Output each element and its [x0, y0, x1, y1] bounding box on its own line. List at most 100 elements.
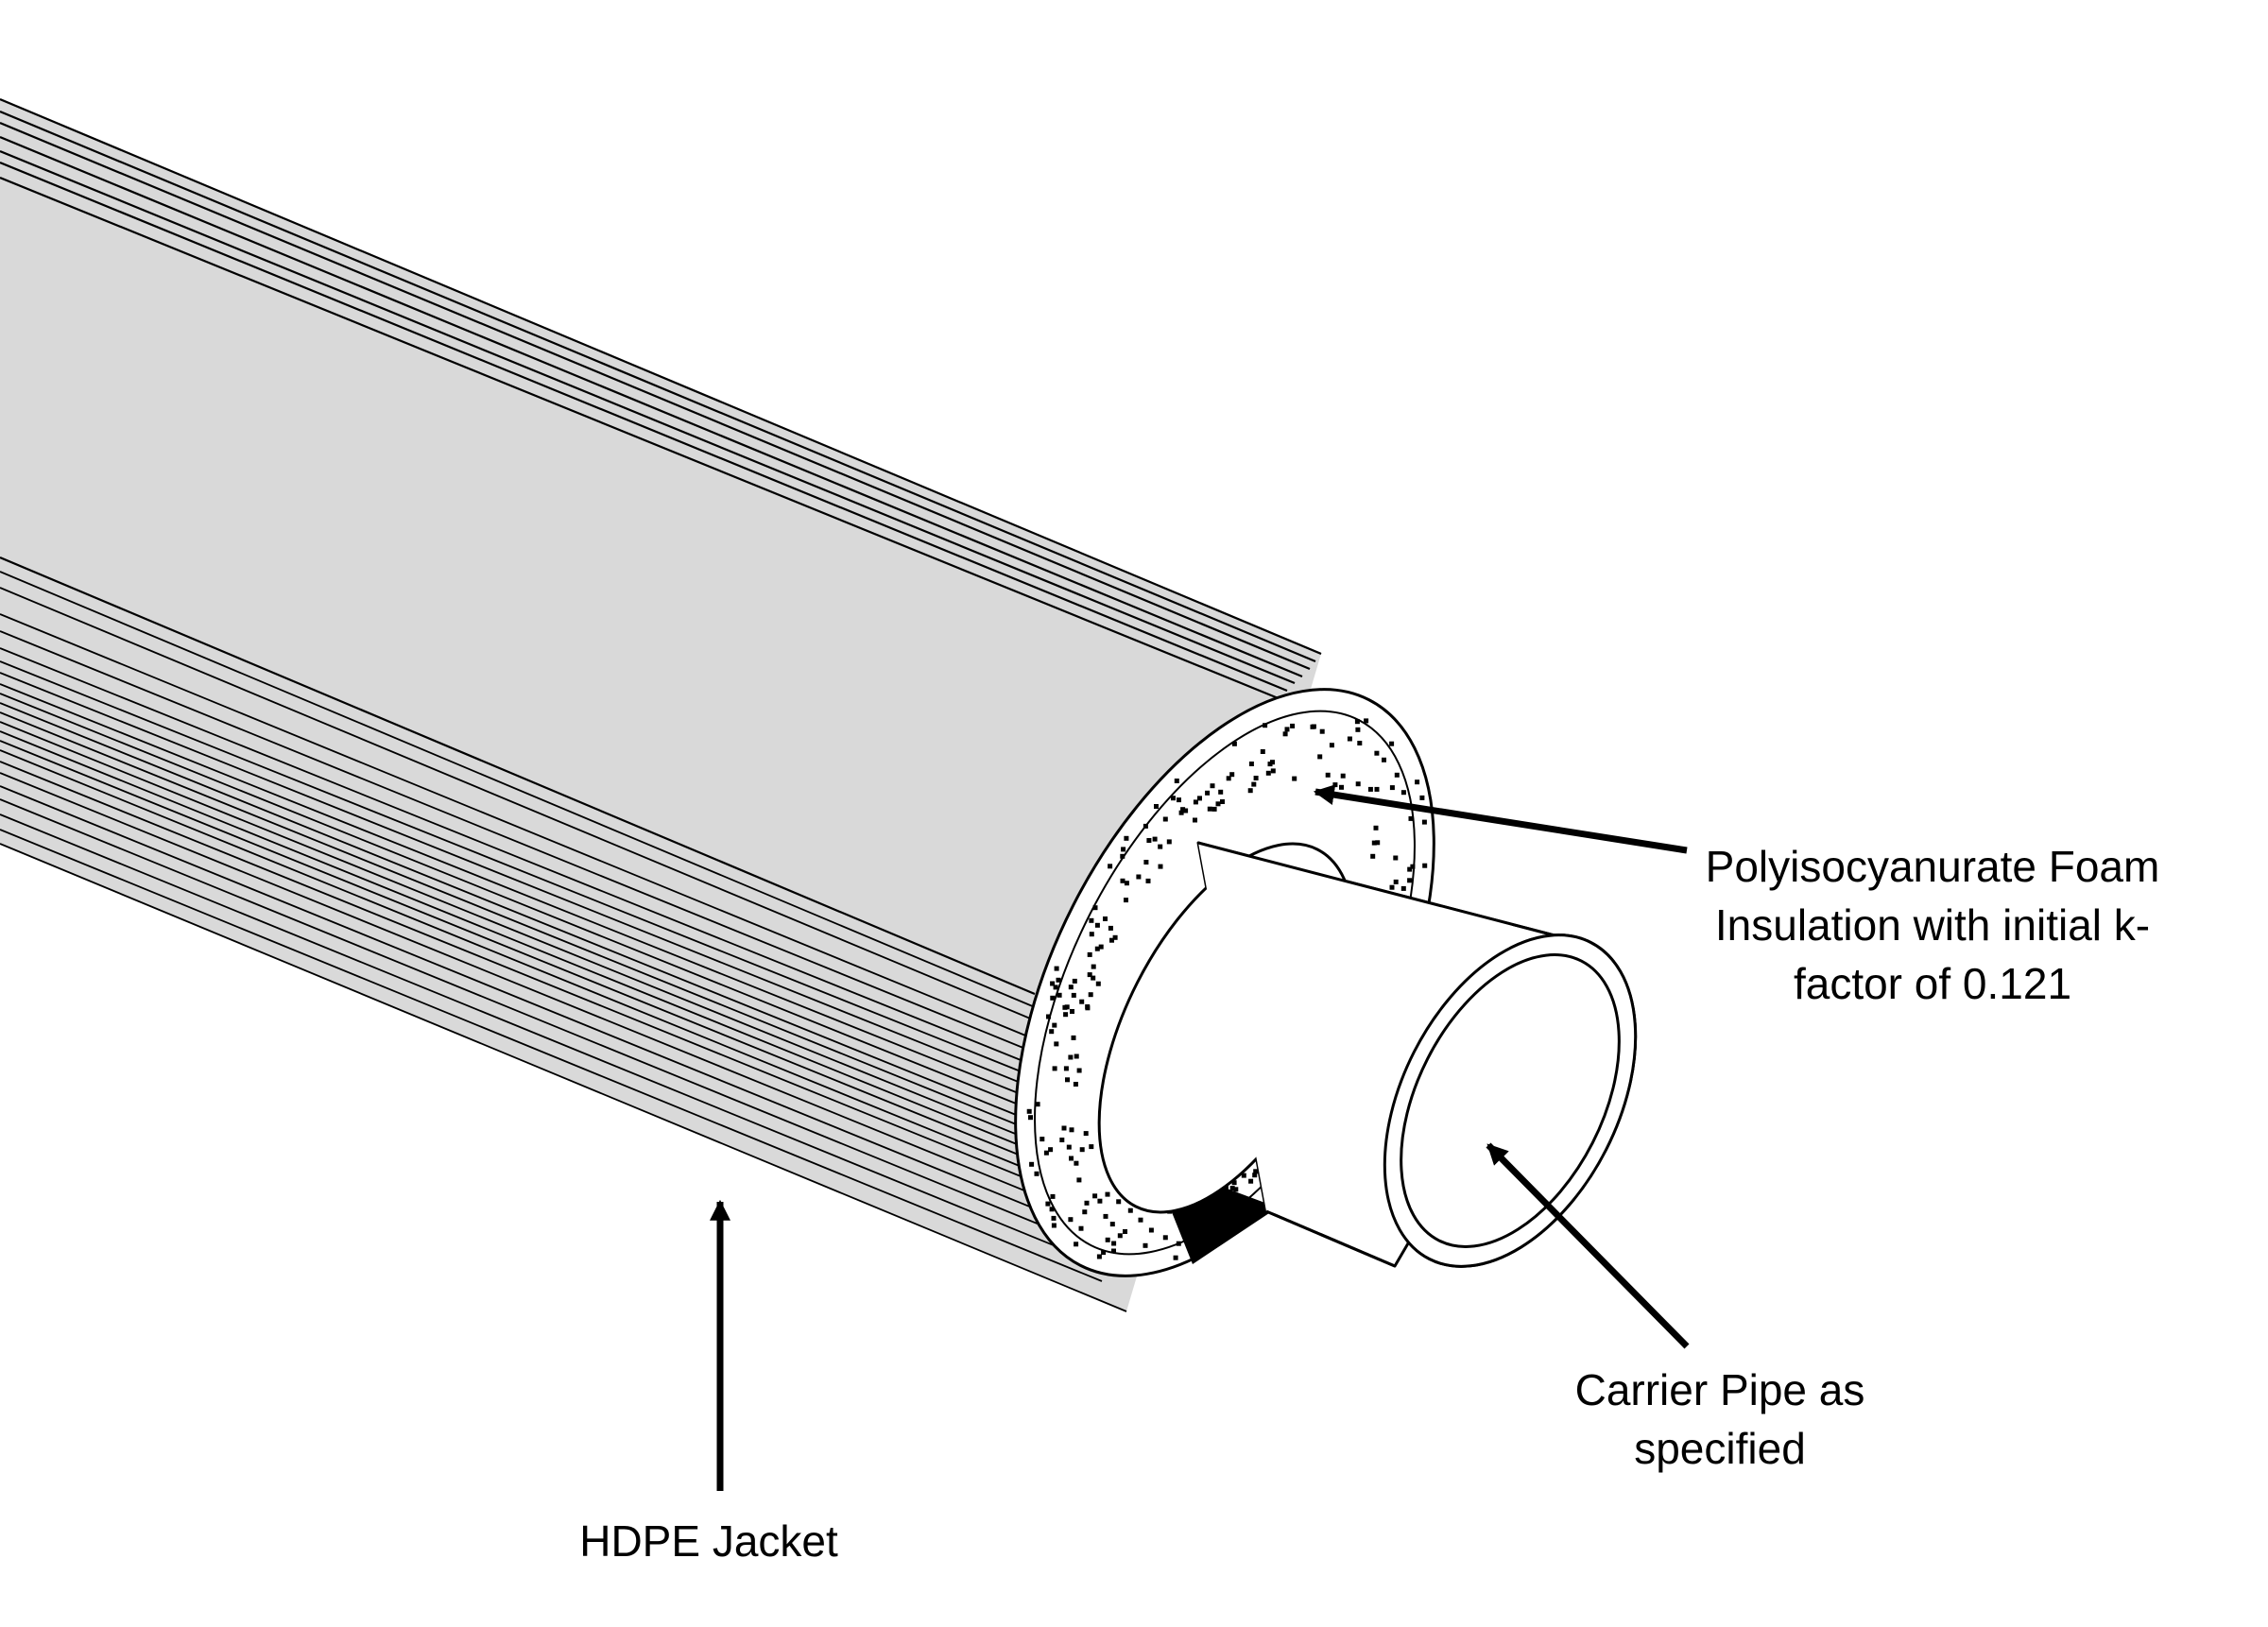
- foam-dot: [1422, 863, 1428, 868]
- foam-dot: [1143, 823, 1148, 829]
- foam-dot: [1120, 878, 1125, 883]
- foam-dot: [1054, 1041, 1059, 1047]
- foam-dot: [1048, 1147, 1054, 1153]
- foam-dot: [1124, 898, 1128, 903]
- foam-dot: [1260, 749, 1265, 754]
- foam-dot: [1092, 905, 1098, 911]
- foam-dot: [1043, 1150, 1049, 1156]
- foam-dot: [1092, 1193, 1098, 1199]
- foam-dot: [1071, 992, 1076, 998]
- foam-dot: [1089, 917, 1094, 923]
- foam-dot: [1083, 1131, 1089, 1137]
- foam-dot: [1292, 776, 1297, 781]
- foam-dot: [1109, 1222, 1115, 1227]
- foam-dot: [1252, 1173, 1258, 1178]
- foam-dot: [1220, 799, 1225, 804]
- foam-dot: [1127, 1207, 1133, 1213]
- foam-dot: [1393, 879, 1399, 884]
- foam-dot: [1095, 981, 1101, 986]
- foam-dot: [1101, 1250, 1107, 1256]
- foam-dot: [1171, 796, 1176, 801]
- foam-dot: [1233, 1187, 1239, 1192]
- foam-dot: [1253, 1169, 1259, 1174]
- foam-dot: [1072, 978, 1077, 984]
- foam-dot: [1407, 866, 1413, 872]
- foam-dot: [1068, 985, 1074, 990]
- foam-dot: [1389, 785, 1395, 791]
- foam-dot: [1205, 790, 1211, 796]
- foam-dot: [1091, 964, 1096, 969]
- foam-dot: [1120, 853, 1125, 859]
- foam-dot: [1207, 806, 1212, 812]
- foam-dot: [1026, 1108, 1032, 1114]
- foam-dot: [1154, 804, 1159, 809]
- foam-dot: [1097, 1198, 1103, 1204]
- foam-dot: [1103, 1213, 1108, 1219]
- foam-dot: [1347, 736, 1352, 742]
- foam-dot: [1108, 925, 1113, 931]
- foam-dot: [1265, 770, 1271, 776]
- foam-label-line2: Insulation with initial k-: [1714, 900, 2151, 950]
- foam-dot: [1068, 1054, 1074, 1060]
- foam-dot: [1049, 1029, 1055, 1035]
- foam-dot: [1166, 839, 1172, 845]
- foam-dot: [1109, 937, 1114, 943]
- foam-dot: [1210, 783, 1215, 789]
- foam-dot: [1290, 723, 1296, 728]
- foam-dot: [1079, 1147, 1085, 1153]
- foam-dot: [1152, 836, 1158, 842]
- foam-dot: [1357, 741, 1363, 745]
- foam-dot: [1355, 781, 1361, 787]
- foam-dot: [1282, 731, 1288, 737]
- foam-dot: [1339, 784, 1344, 790]
- foam-label: Polyisocyanurate Foam Insulation with in…: [1658, 837, 2207, 1013]
- foam-dot: [1028, 1115, 1033, 1121]
- foam-dot: [1035, 1102, 1040, 1107]
- foam-dot: [1138, 1217, 1143, 1223]
- foam-dot: [1215, 801, 1221, 807]
- foam-dot: [1374, 786, 1380, 792]
- foam-dot: [1103, 916, 1108, 921]
- foam-dot: [1231, 741, 1237, 746]
- carrier-label-line2: specified: [1634, 1424, 1806, 1473]
- foam-dot: [1068, 1217, 1074, 1223]
- foam-dot: [1089, 932, 1094, 937]
- foam-dot: [1145, 878, 1151, 883]
- foam-dot: [1394, 772, 1400, 778]
- foam-dot: [1143, 860, 1149, 865]
- foam-dot: [1070, 1009, 1074, 1014]
- foam-dot: [1052, 1066, 1057, 1071]
- foam-dot: [1062, 1004, 1068, 1010]
- foam-dot: [1374, 750, 1380, 756]
- foam-dot: [1226, 776, 1231, 781]
- foam-dot: [1400, 790, 1406, 796]
- foam-dot: [1117, 1233, 1123, 1239]
- foam-dot: [1375, 840, 1381, 846]
- foam-dot: [1415, 779, 1420, 785]
- foam-dot: [1088, 992, 1093, 998]
- foam-dot: [1310, 724, 1315, 729]
- foam-dot: [1421, 819, 1427, 825]
- foam-dot: [1063, 1066, 1069, 1071]
- foam-dot: [1389, 884, 1395, 890]
- foam-dot: [1059, 1138, 1065, 1142]
- foam-dot: [1251, 781, 1257, 787]
- foam-dot: [1108, 864, 1113, 869]
- foam-dot: [1098, 944, 1104, 950]
- foam-dot: [1176, 1241, 1181, 1246]
- foam-dot: [1136, 874, 1142, 880]
- foam-dot: [1069, 1156, 1074, 1161]
- foam-dot: [1040, 1137, 1045, 1142]
- foam-dot: [1355, 727, 1361, 732]
- foam-dot: [1367, 786, 1373, 792]
- foam-arrow: [1313, 784, 1688, 854]
- foam-dot: [1177, 797, 1181, 803]
- foam-dot: [1241, 1173, 1246, 1178]
- foam-dot: [1143, 1242, 1148, 1248]
- foam-dot: [1162, 816, 1168, 822]
- foam-dot: [1340, 773, 1346, 779]
- foam-dot: [1319, 728, 1325, 734]
- foam-dot: [1087, 972, 1092, 978]
- foam-dot: [1263, 723, 1268, 728]
